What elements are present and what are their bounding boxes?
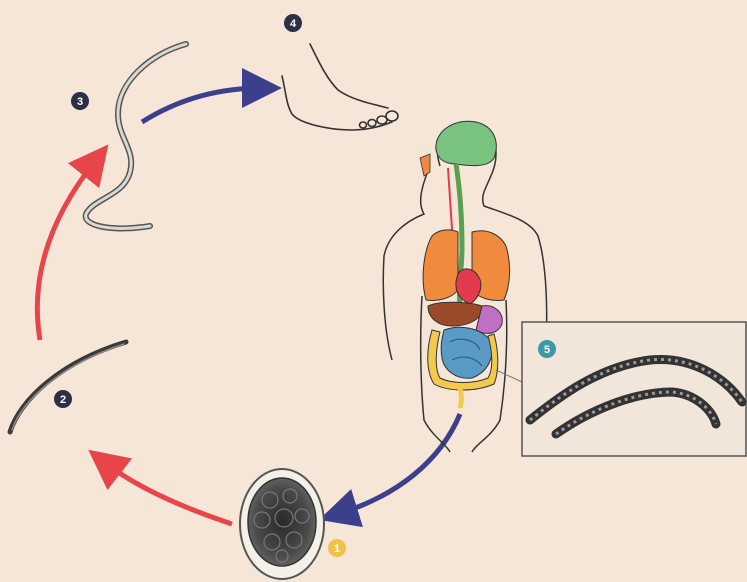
filariform-larva-illustration: [86, 44, 186, 228]
stage-badge-4: 4: [284, 14, 302, 32]
arrow-filariform-to-foot: [142, 88, 262, 122]
svg-text:3: 3: [77, 96, 83, 108]
small-intestine: [441, 327, 492, 378]
egg-illustration: [240, 469, 324, 579]
svg-text:2: 2: [60, 394, 66, 406]
svg-text:4: 4: [290, 18, 297, 30]
arrow-egg-to-larva: [104, 462, 232, 524]
cycle-arrows: [37, 88, 460, 524]
foot-illustration: [282, 44, 398, 130]
stage-badge-5: 5: [538, 340, 556, 358]
arrow-larva-to-filariform: [37, 160, 96, 340]
larva-illustration: [10, 342, 126, 432]
brain: [436, 121, 496, 165]
arrow-body-to-egg: [338, 414, 460, 514]
stage-badge-2: 2: [54, 390, 72, 408]
liver: [428, 302, 482, 326]
stage-badge-1: 1: [328, 539, 346, 557]
stage-badge-3: 3: [71, 92, 89, 110]
svg-text:5: 5: [544, 344, 550, 356]
svg-text:1: 1: [334, 543, 340, 555]
adult-worms-panel: [522, 322, 746, 456]
